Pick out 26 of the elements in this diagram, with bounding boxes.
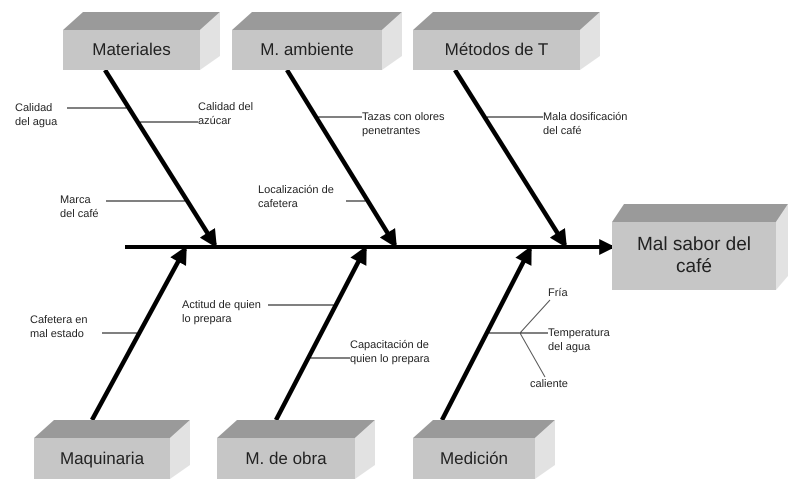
cause-label: caliente xyxy=(530,377,580,391)
cause-label: Calidad del agua xyxy=(15,101,67,129)
category-label: Medición xyxy=(440,448,508,470)
cause-label: Mala dosificación del café xyxy=(543,110,639,138)
cause-label: Capacitación de quien lo prepara xyxy=(350,338,458,366)
cause-label: Tazas con olores penetrantes xyxy=(362,110,487,138)
cause-label: Localización de cafetera xyxy=(258,183,346,211)
cause-label: Temperatura del agua xyxy=(548,326,620,354)
category-label: Maquinaria xyxy=(60,448,144,470)
cause-label: Fría xyxy=(548,286,578,300)
leader-line xyxy=(486,332,548,334)
leader-line xyxy=(520,300,550,334)
leader-line xyxy=(106,200,186,202)
cause-label: Marca del café xyxy=(60,193,106,221)
category-label: Materiales xyxy=(92,39,171,62)
leader-line xyxy=(346,200,368,202)
category-label: M. de obra xyxy=(245,448,327,470)
leader-line xyxy=(316,116,362,118)
leader-line xyxy=(520,332,546,378)
leader-line xyxy=(486,116,544,118)
category-label: M. ambiente xyxy=(260,39,354,62)
effect-label: Mal sabor del café xyxy=(636,234,752,278)
cause-label: Actitud de quien lo prepara xyxy=(182,298,268,326)
category-label: Métodos de T xyxy=(444,39,548,62)
cause-label: Calidad del azúcar xyxy=(198,100,254,128)
cause-label: Cafetera en mal estado xyxy=(30,313,102,341)
